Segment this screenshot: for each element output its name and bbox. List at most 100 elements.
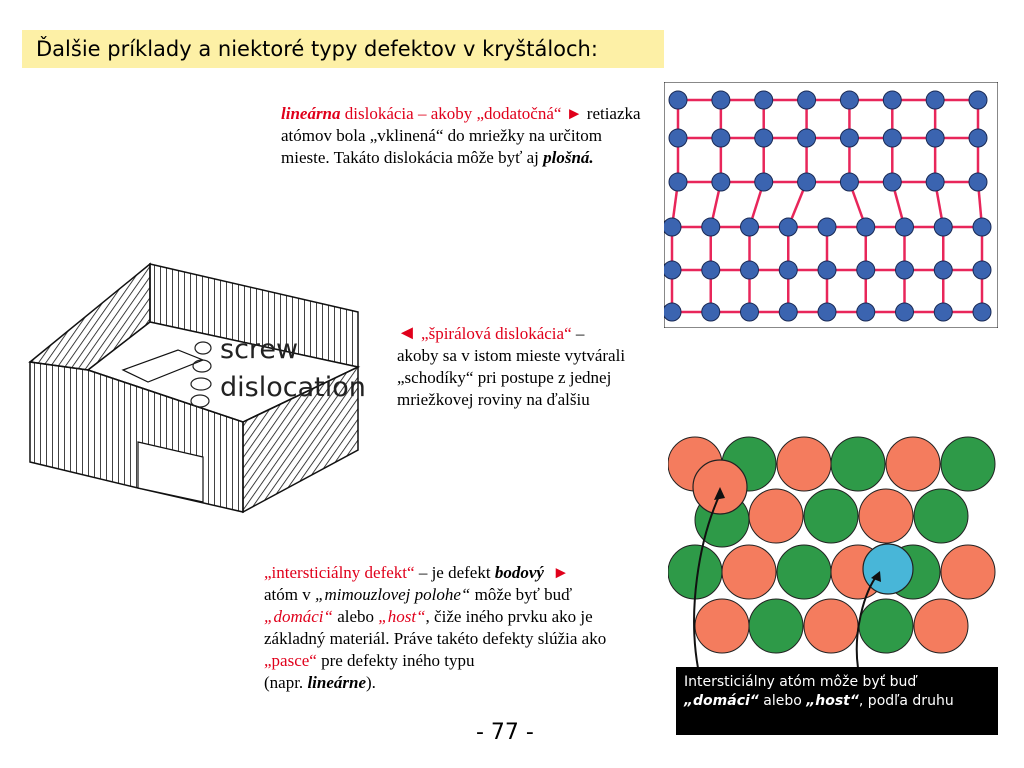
interstitial-t2: atóm v xyxy=(264,585,315,604)
lattice-atom xyxy=(972,260,992,280)
packed-atom xyxy=(748,598,804,654)
lattice-atom xyxy=(839,128,859,148)
caption-guest: „host“ xyxy=(806,693,859,709)
lattice-atom xyxy=(754,128,774,148)
lattice-atom xyxy=(968,128,988,148)
lattice-atom xyxy=(740,217,759,237)
lattice-atom xyxy=(882,128,902,148)
lattice-atom xyxy=(711,90,731,110)
lattice-atom xyxy=(972,217,992,237)
caption-domestic: „domáci“ xyxy=(684,693,759,709)
interstitial-domestic: „domáci“ xyxy=(264,607,333,626)
lattice-atom xyxy=(817,260,837,280)
screw-dislocation-text: ◄ „špirálová dislokácia“ – akoby sa v is… xyxy=(397,322,627,411)
interstitial-caption: Intersticiálny atóm môže byť buď „domáci… xyxy=(676,667,998,735)
linear-text-1: dislokácia – akoby „dodatočná“ xyxy=(340,104,566,123)
interstitial-linear: lineárne xyxy=(307,673,366,692)
lattice-atom xyxy=(668,172,688,192)
lattice-atom xyxy=(740,260,759,280)
packed-atom xyxy=(858,488,914,544)
lattice-atom xyxy=(882,90,902,110)
lattice-atom xyxy=(933,302,953,322)
slide-title: Ďalšie príklady a niektoré typy defektov… xyxy=(22,30,664,68)
lattice-atom xyxy=(797,90,817,110)
packed-atom xyxy=(913,488,969,544)
lattice-atom xyxy=(668,128,688,148)
lattice-atom xyxy=(856,217,876,237)
lattice-atom xyxy=(711,128,731,148)
linear-dislocation-text: lineárna dislokácia – akoby „dodatočná“ … xyxy=(281,103,641,169)
lattice-atom xyxy=(933,260,953,280)
lattice-atom xyxy=(933,217,953,237)
lattice-atom xyxy=(856,302,876,322)
lattice-atom xyxy=(778,302,798,322)
packed-atom xyxy=(885,436,941,492)
screw-term: „špirálová dislokácia“ xyxy=(416,324,572,343)
lattice-atom xyxy=(882,172,902,192)
pointer-arrow xyxy=(693,493,721,668)
lattice-atom xyxy=(701,260,721,280)
interstitial-t6: pre defekty iného typu xyxy=(316,651,475,670)
lattice-atom xyxy=(754,90,774,110)
lattice-atom xyxy=(778,260,798,280)
left-arrow-icon: ◄ xyxy=(397,322,417,344)
interstitial-t8: ). xyxy=(366,673,376,692)
lattice-atom xyxy=(797,128,817,148)
lattice-atom xyxy=(895,217,914,237)
interstitial-packing-diagram xyxy=(668,436,996,668)
interstitial-position: „mimouzlovej polohe“ xyxy=(315,585,471,604)
interstitial-t7: (napr. xyxy=(264,673,308,692)
interstitial-guest: „host“ xyxy=(378,607,426,626)
lattice-atom xyxy=(925,172,945,192)
caption-mid: alebo xyxy=(758,693,807,709)
lattice-atom xyxy=(754,172,774,192)
packed-atom xyxy=(858,598,914,654)
caption-end: , podľa druhu xyxy=(858,693,954,709)
lattice-atom xyxy=(740,302,759,322)
dislocation-label: dislocation xyxy=(220,372,366,403)
pointer-arrow xyxy=(855,573,879,668)
lattice-atom xyxy=(701,217,721,237)
interstitial-t1: – je defekt xyxy=(414,563,495,582)
lattice-atom xyxy=(895,302,914,322)
lattice-atom xyxy=(972,302,992,322)
right-arrow-icon: ► xyxy=(565,104,583,123)
right-arrow-icon: ► xyxy=(552,563,570,582)
planar-term: plošná. xyxy=(543,148,594,167)
interstitial-t3: môže byť buď xyxy=(470,585,573,604)
packed-atom xyxy=(803,598,859,654)
arrow-head-icon xyxy=(871,571,881,582)
lattice-atom xyxy=(925,128,945,148)
interstitial-atom xyxy=(862,543,914,595)
packed-atom xyxy=(830,436,886,492)
packed-atom xyxy=(776,544,832,600)
linear-term: lineárna xyxy=(281,104,341,123)
caption-line-1: Intersticiálny atóm môže byť buď xyxy=(684,674,917,690)
lattice-atom xyxy=(701,302,721,322)
packed-atom xyxy=(940,436,996,492)
lattice-atom xyxy=(817,217,837,237)
lattice-atom xyxy=(925,90,945,110)
lattice-atom xyxy=(968,172,988,192)
page-number: - 77 - xyxy=(476,720,534,745)
screw-dislocation-diagram: screw dislocation xyxy=(28,262,366,514)
lattice-atom xyxy=(839,90,859,110)
lattice-atom xyxy=(817,302,837,322)
lattice-atom xyxy=(664,260,682,280)
screw-label: screw xyxy=(220,334,298,365)
interstitial-text: „intersticiálny defekt“ – je defekt bodo… xyxy=(264,562,634,694)
packed-atom xyxy=(748,488,804,544)
interstitial-term: „intersticiálny defekt“ xyxy=(264,563,415,582)
arrow-head-icon xyxy=(714,487,725,500)
packed-atom xyxy=(776,436,832,492)
linear-text-2: retiazka atómov bola „vklinená“ do mriež… xyxy=(281,104,641,167)
interstitial-traps: „pasce“ xyxy=(264,651,317,670)
interstitial-t4: alebo xyxy=(332,607,379,626)
packed-atom xyxy=(803,488,859,544)
point-term: bodový xyxy=(494,563,544,582)
edge-dislocation-lattice xyxy=(664,82,998,328)
lattice-atom xyxy=(664,217,682,237)
lattice-atom xyxy=(711,172,731,192)
packed-atom xyxy=(913,598,969,654)
